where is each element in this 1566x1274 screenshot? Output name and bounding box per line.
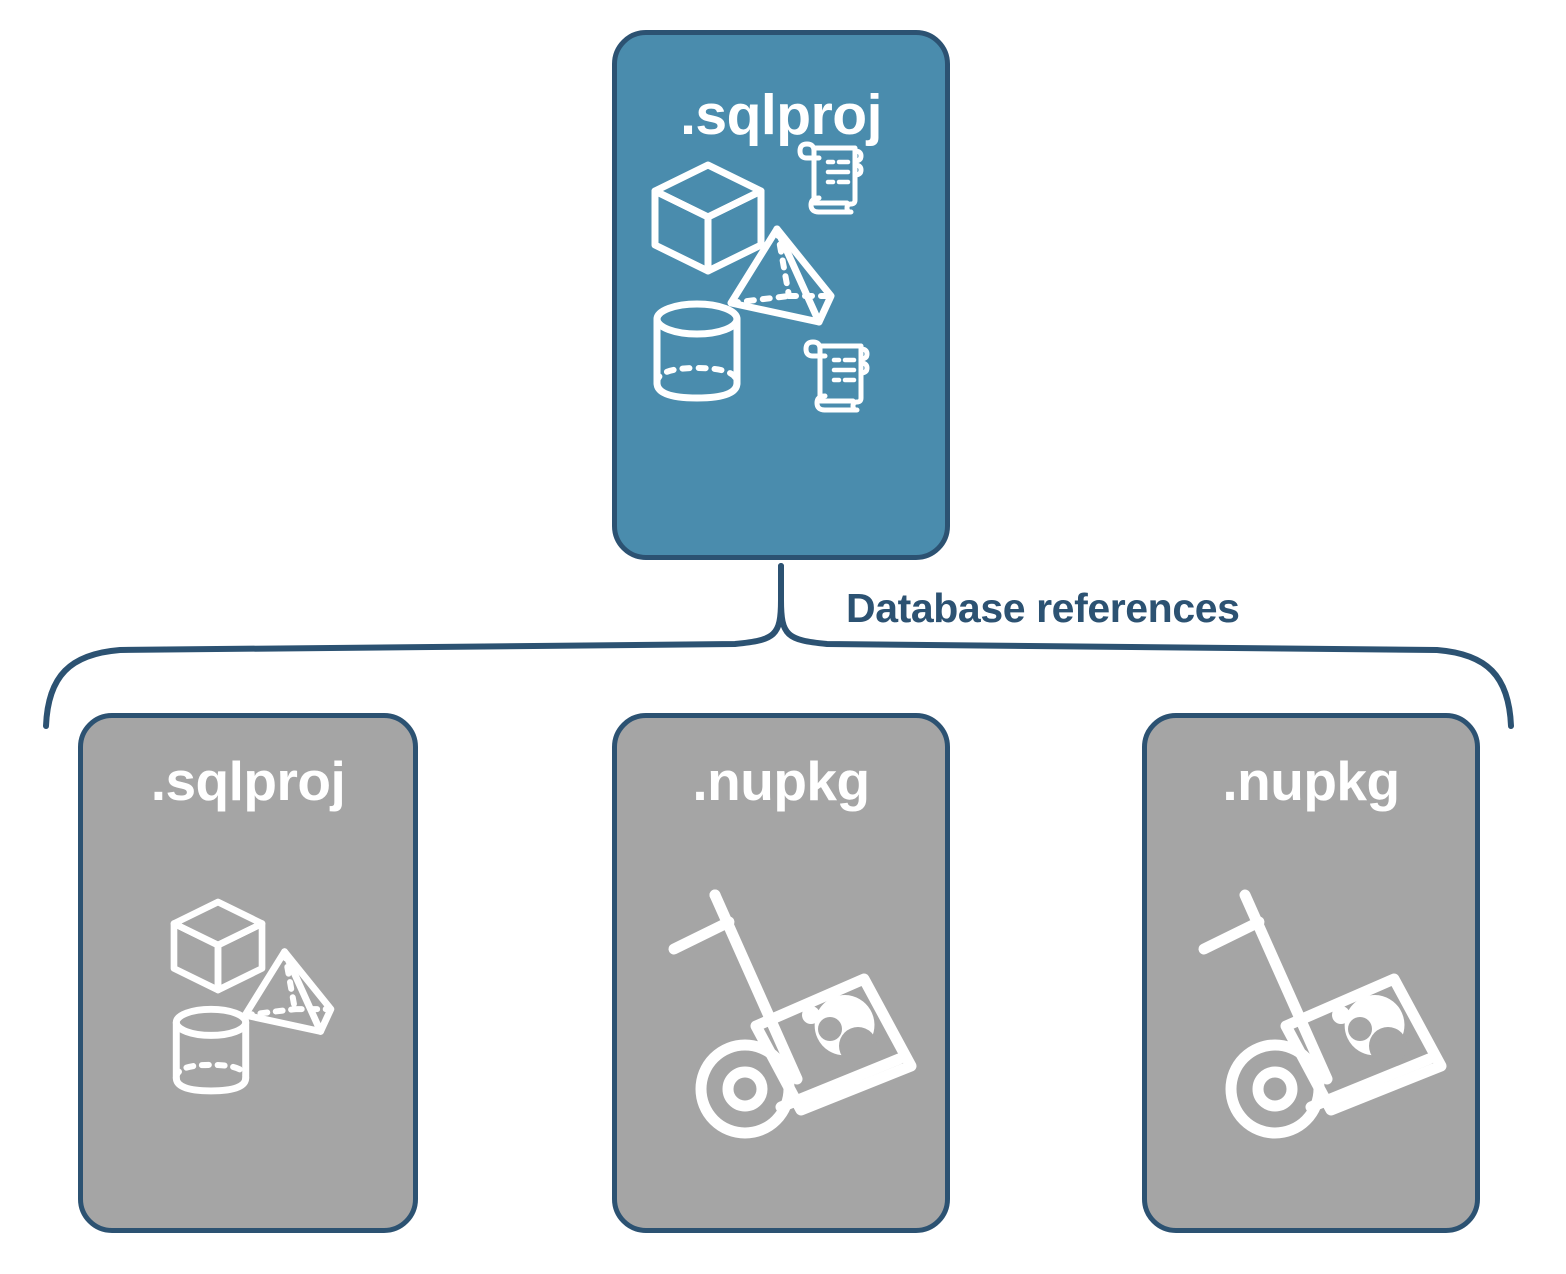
node-ref-nupkg-1-title: .nupkg [692, 750, 870, 812]
node-ref-nupkg-1[interactable]: .nupkg [612, 713, 950, 1233]
cylinder-icon [172, 1005, 250, 1095]
hand-truck-package-icon [1198, 889, 1447, 1139]
node-ref-nupkg-2-title: .nupkg [1222, 750, 1400, 812]
edge-label-database-references: Database references [846, 585, 1240, 631]
node-ref-nupkg-2[interactable]: .nupkg [1142, 713, 1480, 1233]
hand-truck-package-icon [668, 889, 917, 1139]
node-ref-sqlproj-artwork [83, 809, 413, 1228]
node-root-artwork [617, 141, 945, 555]
pyramid-icon [241, 948, 335, 1035]
cylinder-icon [653, 300, 741, 402]
node-ref-sqlproj[interactable]: .sqlproj [78, 713, 418, 1233]
pyramid-icon [727, 225, 835, 326]
cube-icon [651, 161, 765, 275]
node-ref-nupkg-1-artwork [617, 809, 945, 1228]
script-scroll-icon [803, 339, 870, 413]
node-ref-sqlproj-title: .sqlproj [150, 750, 346, 812]
node-ref-nupkg-2-artwork [1147, 809, 1475, 1228]
node-root-title: .sqlproj [680, 83, 882, 147]
cube-icon [170, 898, 266, 994]
node-root-sqlproj[interactable]: .sqlproj [612, 30, 950, 560]
script-scroll-icon [797, 141, 864, 215]
